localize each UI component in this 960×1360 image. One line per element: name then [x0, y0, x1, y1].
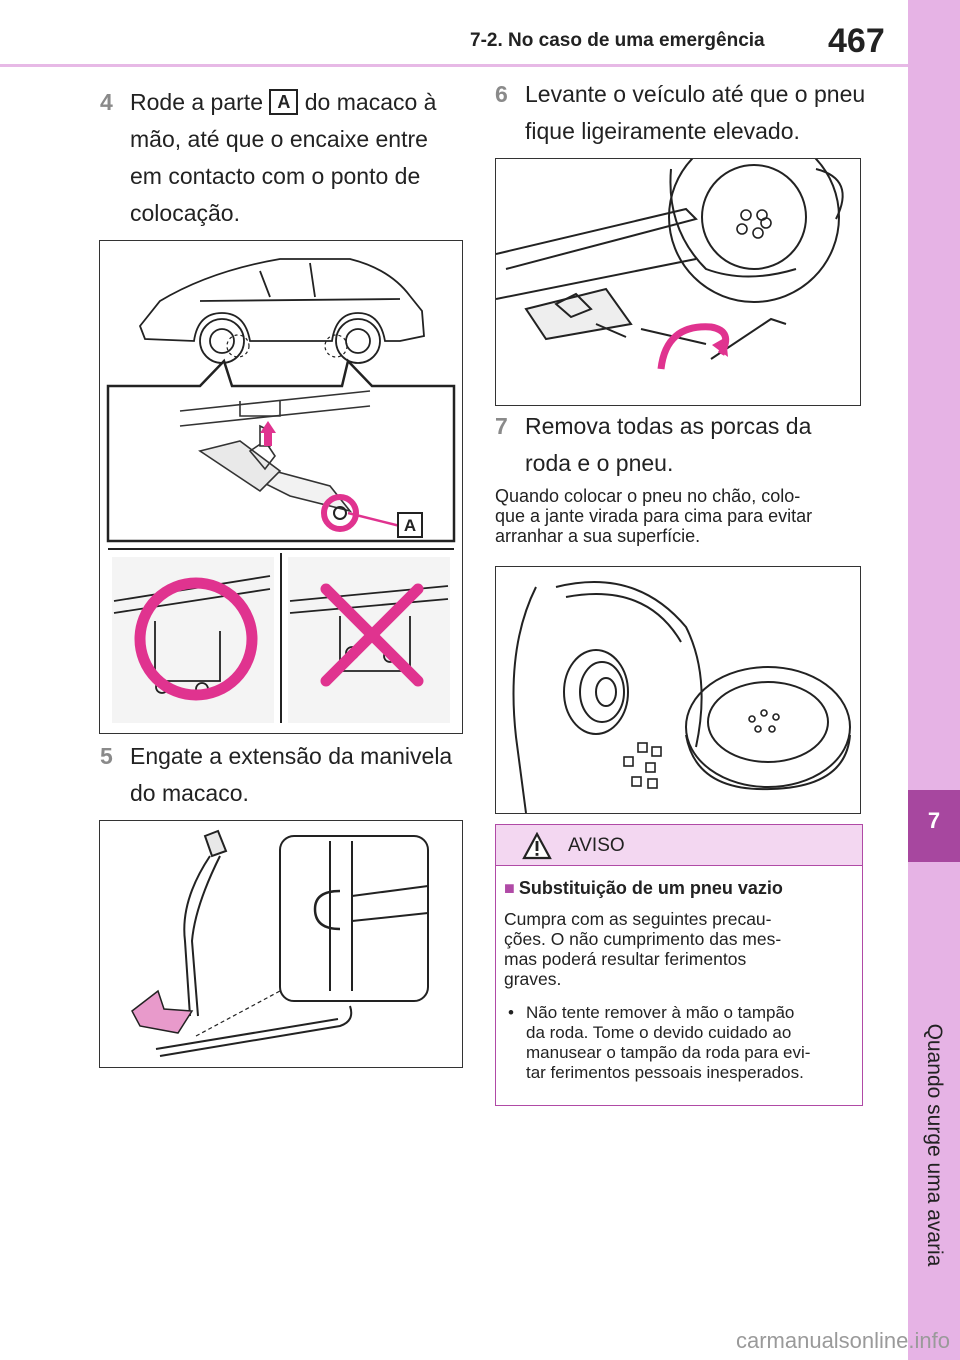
chapter-title: Quando surge uma avaria [923, 1023, 946, 1267]
figure-jack-placement: A [99, 240, 463, 734]
square-bullet-icon: ■ [504, 878, 515, 898]
step-number: 4 [100, 89, 113, 115]
jack-handle-illustration [131, 829, 429, 1057]
tire-removed-illustration [512, 581, 851, 813]
warning-subtitle: ■Substituição de um pneu vazio [504, 878, 783, 898]
warning-body: Cumpra com as seguintes precau- ções. O … [504, 909, 782, 989]
chapter-side-tab [908, 0, 960, 1360]
step-number: 5 [100, 743, 113, 769]
watermark: carmanualsonline.info [735, 1328, 950, 1353]
page-number: 467 [828, 22, 885, 60]
warning-list: Não tente remover à mão o tampão da roda… [504, 1003, 854, 1083]
list-item: Não tente remover à mão o tampão da roda… [504, 1003, 854, 1083]
section-title: 7-2. No caso de uma emergência [470, 30, 765, 51]
figure-raise-vehicle [495, 158, 861, 406]
chapter-number: 7 [927, 808, 941, 833]
placement-note: Quando colocar o pneu no chão, colo- que… [495, 486, 813, 546]
warning-triangle-icon [522, 832, 552, 860]
header-divider [0, 64, 908, 67]
figure-label-a: A [404, 516, 416, 535]
step-number: 7 [495, 413, 508, 439]
chapter-number-box [908, 790, 960, 862]
step-number: 6 [495, 81, 508, 107]
jack-placement-illustration: A [106, 258, 456, 723]
warning-header: AVISO [496, 825, 862, 866]
raise-vehicle-illustration [496, 159, 844, 370]
figure-jack-handle [99, 820, 463, 1068]
figure-tire-removed [495, 566, 861, 814]
warning-box: AVISO ■Substituição de um pneu vazio Cum… [495, 824, 863, 1106]
warning-title: AVISO [568, 835, 625, 856]
part-a-badge: A [269, 89, 299, 115]
